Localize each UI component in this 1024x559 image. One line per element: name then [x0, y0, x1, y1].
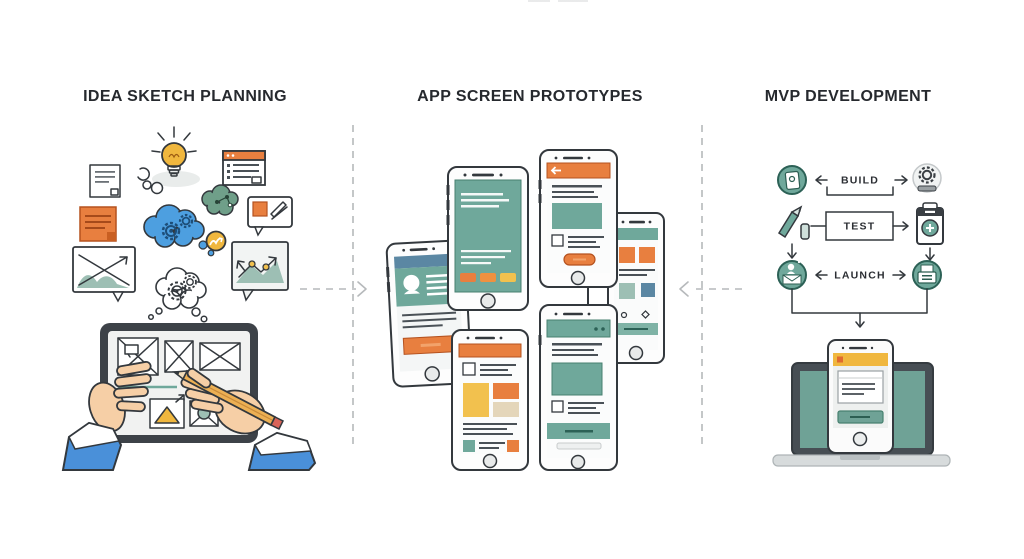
- crayon-icon: [777, 205, 810, 240]
- area-chart-bubble-icon: [72, 246, 136, 303]
- sketch-bubble-icon: [247, 196, 293, 237]
- lightbulb-icon: [151, 126, 200, 187]
- left-hand: [61, 360, 152, 471]
- prototypes-illustration: [385, 149, 665, 471]
- network-cloud-icon: [201, 184, 239, 216]
- phone-mockup-gallery: [607, 212, 665, 364]
- launch-announce-icon: [777, 257, 807, 290]
- browser-window-icon: [222, 150, 266, 186]
- print-release-icon: [912, 260, 942, 290]
- down-arrow: [855, 312, 865, 328]
- app-build-icon: [777, 165, 807, 195]
- gear-cloud-icon: [143, 204, 215, 257]
- section-title-idea: IDEA SKETCH PLANNING: [83, 88, 287, 105]
- flow-row-test: TEST: [777, 202, 944, 261]
- idea-illustration: [61, 126, 317, 471]
- right-hand-with-pencil: [172, 367, 317, 471]
- section-title-mvp: MVP DEVELOPMENT: [764, 88, 932, 105]
- mvp-illustration: BUILD TEST: [772, 163, 951, 467]
- test-label: TEST: [844, 221, 876, 233]
- flow-row-launch: LAUNCH: [777, 257, 942, 290]
- toolkit-plus-icon: [916, 202, 944, 245]
- section-title-prototypes: APP SCREEN PROTOTYPES: [417, 88, 643, 105]
- gear-icon: [161, 213, 194, 241]
- phone-mockup-article: [538, 304, 618, 471]
- flow-row-build: BUILD: [777, 163, 942, 196]
- build-bracket: [826, 186, 894, 196]
- arrow-left-icon: [679, 281, 742, 297]
- phone-result-icon: [827, 339, 894, 454]
- gear-machine-icon: [912, 163, 942, 193]
- thumb: [186, 367, 212, 389]
- thought-trail-icon: [137, 167, 164, 195]
- phone-mockup-feed: [446, 166, 529, 311]
- phone-mockup-cards: [451, 329, 529, 471]
- thought-cloud-gears-icon: [147, 267, 208, 323]
- test-box: [825, 211, 894, 241]
- phone-mockup-profile: [385, 239, 473, 388]
- launch-label: LAUNCH: [834, 270, 886, 282]
- converge-connector: [791, 288, 928, 314]
- top-crop-artifact: [528, 0, 598, 2]
- mini-chart-icon: [205, 230, 227, 252]
- phone-mockup-detail: [538, 149, 618, 288]
- sticky-note-icon: [79, 206, 117, 242]
- document-icon: [89, 164, 121, 198]
- line-chart-bubble-icon: [231, 241, 289, 302]
- build-label: BUILD: [841, 175, 879, 187]
- gear-outline-icon: [167, 275, 197, 301]
